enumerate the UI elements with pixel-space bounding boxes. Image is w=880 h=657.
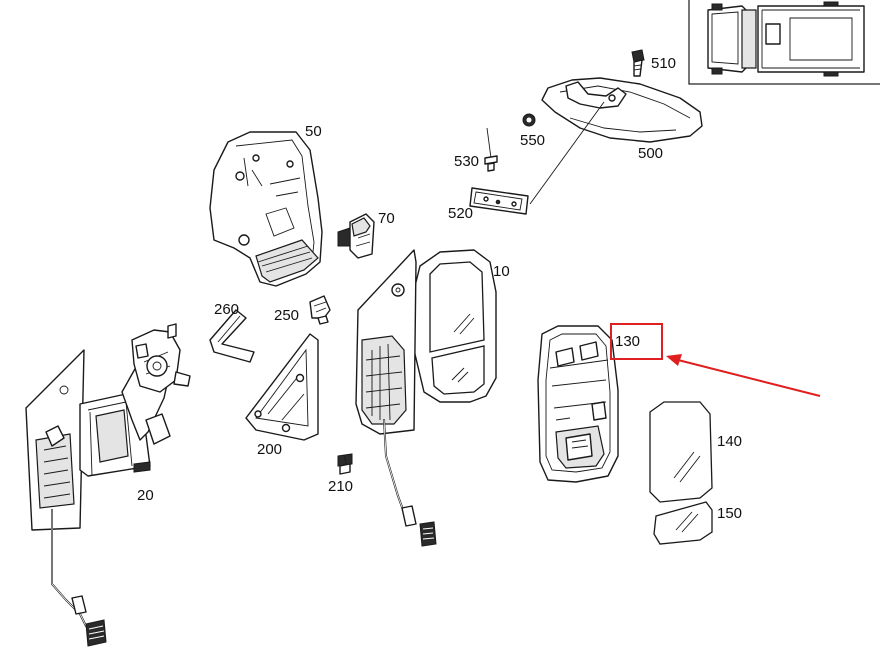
part-50-cover: [209, 131, 323, 287]
label-70: 70: [378, 210, 395, 227]
label-140: 140: [717, 433, 742, 450]
label-200: 200: [257, 441, 282, 458]
part-550-nut: [522, 113, 536, 127]
label-260: 260: [214, 301, 239, 318]
part-520-plate: [469, 187, 529, 215]
part-500-cap: [541, 77, 703, 143]
part-200-triangle: [245, 333, 319, 441]
label-510: 510: [651, 55, 676, 72]
label-50: 50: [305, 123, 322, 140]
part-10-housing: [355, 249, 497, 547]
label-150: 150: [717, 505, 742, 522]
part-260-seal: [209, 309, 255, 363]
label-210: 210: [328, 478, 353, 495]
callout-arrow: [666, 354, 821, 397]
part-250-clip: [309, 295, 331, 325]
label-130: 130: [615, 333, 640, 350]
label-250: 250: [274, 307, 299, 324]
van-top-view-icon: [707, 1, 865, 77]
vehicle-inset: [688, 0, 880, 85]
part-70-lamp: [337, 213, 375, 259]
label-550: 550: [520, 132, 545, 149]
part-20-arm: [25, 323, 191, 647]
highlight-box-130: [610, 323, 663, 360]
leader-520-500: [529, 101, 605, 205]
part-140-glass: [649, 401, 713, 503]
part-130-frame: [537, 325, 619, 483]
label-500: 500: [638, 145, 663, 162]
label-530: 530: [454, 153, 479, 170]
part-510-screw: [631, 49, 645, 77]
part-530-pin: [484, 127, 498, 172]
label-20: 20: [137, 487, 154, 504]
part-210-screw: [337, 453, 353, 475]
part-150-glass: [653, 501, 713, 545]
label-520: 520: [448, 205, 473, 222]
label-10: 10: [493, 263, 510, 280]
